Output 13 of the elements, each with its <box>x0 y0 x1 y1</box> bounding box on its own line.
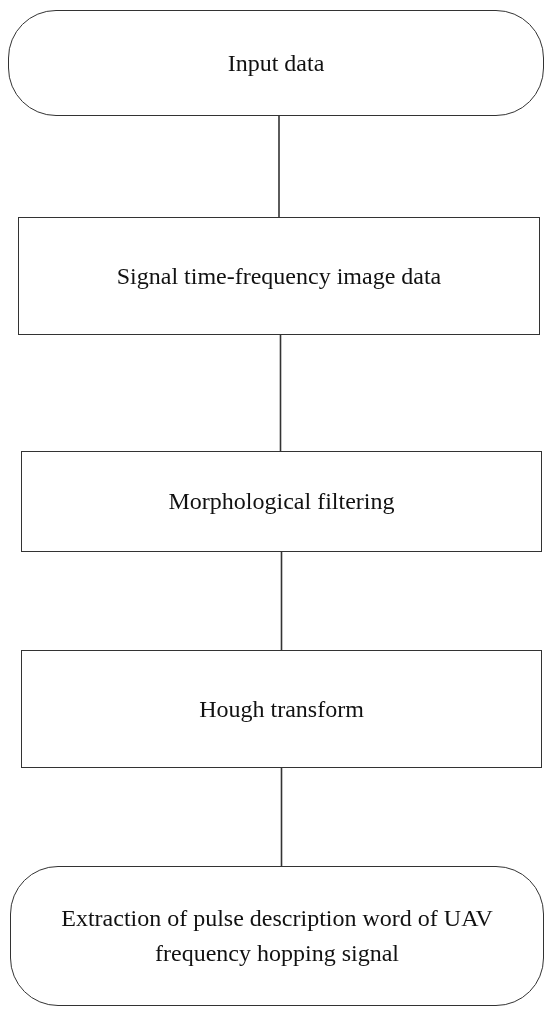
node-label: Signal time-frequency image data <box>116 261 442 291</box>
node-label: Hough transform <box>199 694 364 724</box>
connector-line <box>279 334 282 452</box>
node-label: Input data <box>227 48 325 78</box>
process-box <box>18 217 540 335</box>
connector-line <box>278 115 280 218</box>
connector-line <box>280 551 283 651</box>
connector-line <box>280 767 283 867</box>
process-box <box>21 650 542 768</box>
node-label: Extraction of pulse description word of UAV frequency hopping signal <box>60 904 494 968</box>
terminal-box <box>10 866 544 1006</box>
node-label: Morphological filtering <box>168 487 395 517</box>
process-box <box>21 451 542 552</box>
